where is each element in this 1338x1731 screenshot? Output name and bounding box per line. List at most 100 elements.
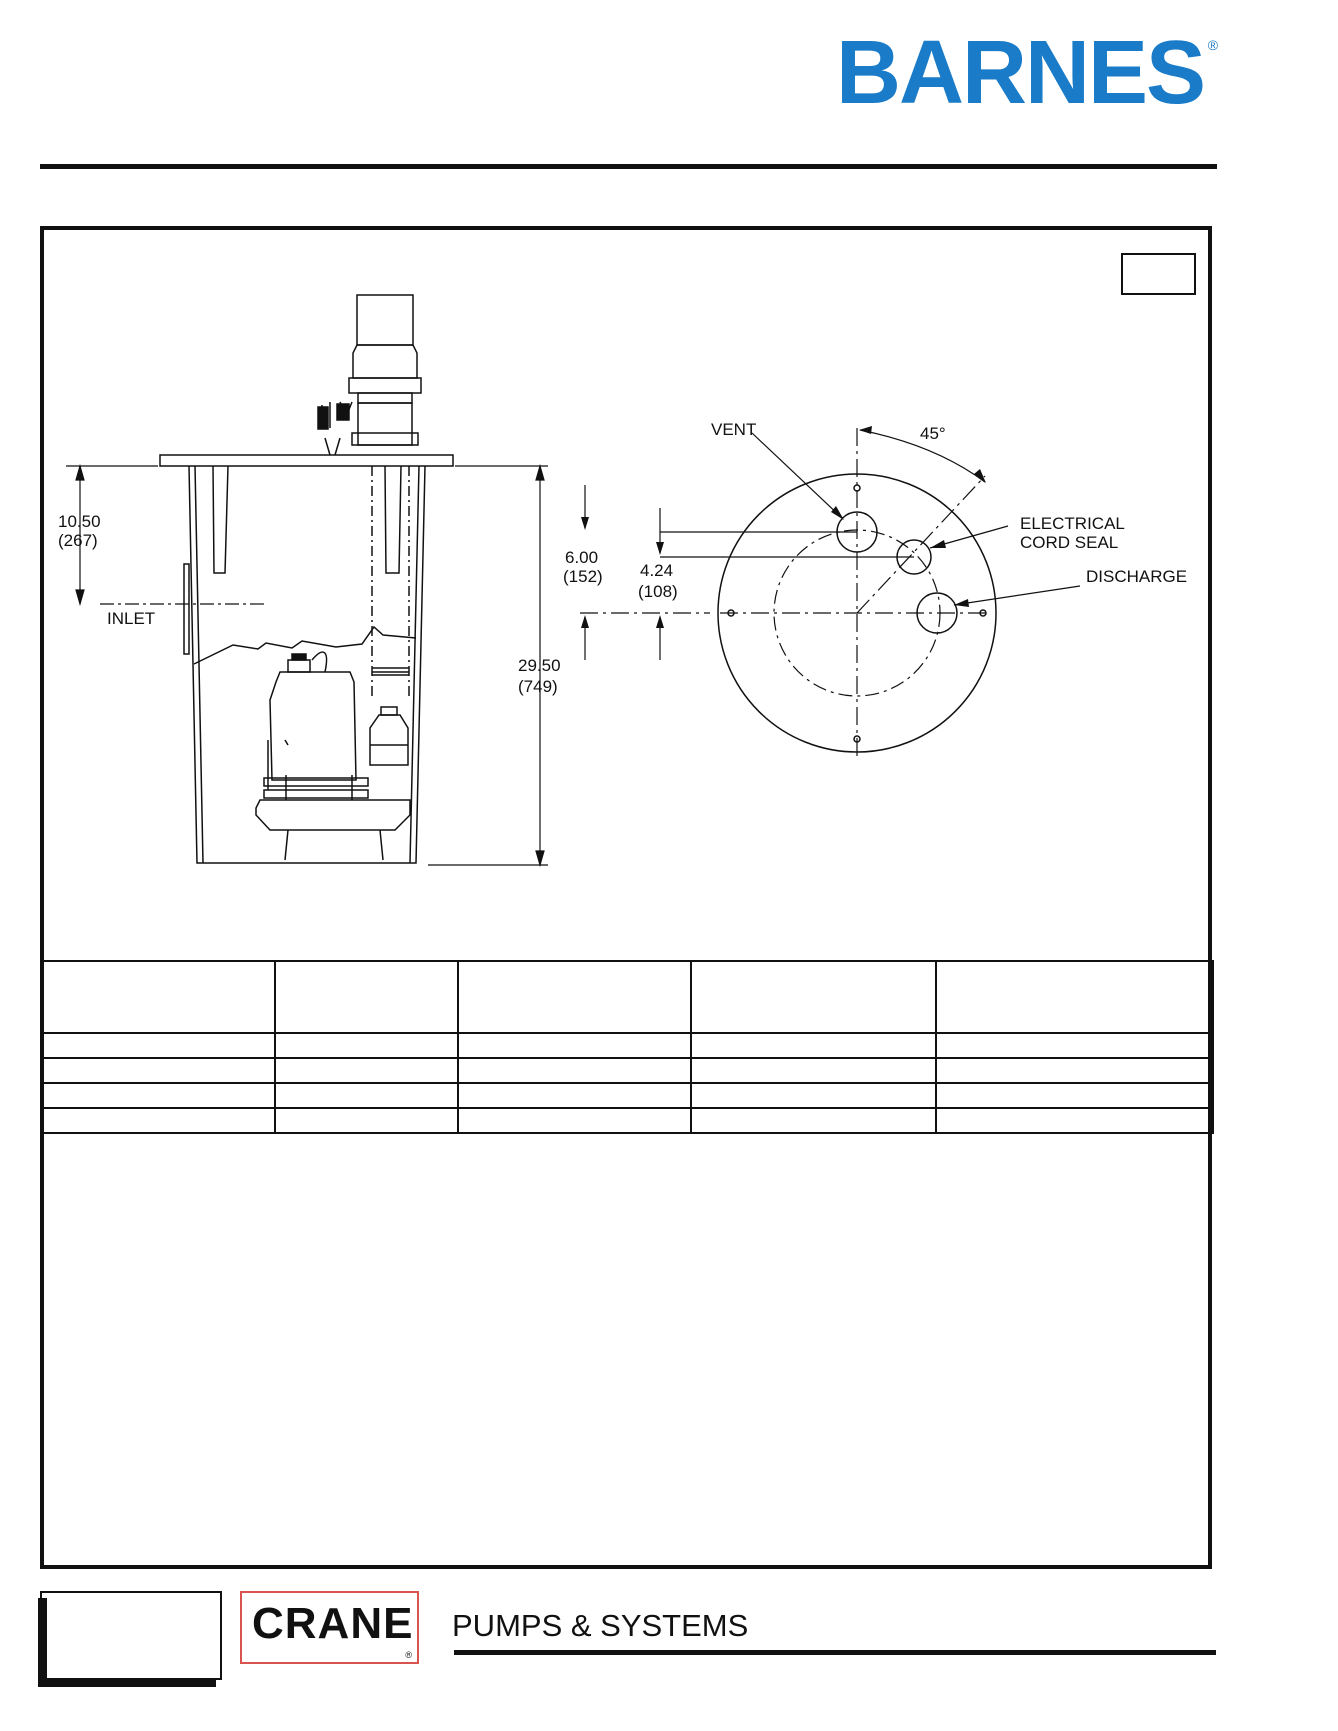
table-cell	[42, 1107, 276, 1134]
basin-inner-walls	[194, 465, 420, 864]
table-cell	[42, 1032, 276, 1059]
vent-leader	[751, 432, 843, 519]
dim-cord-offset-mm: (108)	[638, 582, 678, 601]
angle-label: 45°	[920, 424, 946, 443]
vent-flange	[348, 377, 422, 394]
footer-tagline: PUMPS & SYSTEMS	[452, 1608, 749, 1643]
footer-rule	[454, 1650, 1216, 1655]
dim-arrow-basin-bottom	[535, 850, 545, 868]
table-cell	[274, 1032, 459, 1059]
vent-adapter	[357, 402, 413, 446]
pipe-band	[372, 667, 409, 676]
dim-arrow-basin-top	[535, 463, 545, 481]
revision-badge-box	[1121, 253, 1196, 295]
header-rule	[40, 164, 1217, 169]
crane-logo-text: CRANE	[252, 1599, 414, 1648]
vent-collar	[357, 392, 413, 404]
cord-seal-label-line-2: CORD SEAL	[1020, 533, 1119, 552]
table-row	[42, 1032, 1214, 1059]
spec-table	[42, 960, 1214, 1134]
table-header-cell	[935, 960, 1214, 1034]
table-row	[42, 1107, 1214, 1134]
table-row	[42, 1057, 1214, 1084]
dim-basin-height: 29.50	[518, 656, 561, 675]
table-cell	[457, 1082, 692, 1109]
table-cell	[274, 1107, 459, 1134]
dim-vent-offset: 6.00	[565, 548, 599, 567]
table-row	[42, 1082, 1214, 1109]
table-cell	[457, 1057, 692, 1084]
angle-arc	[859, 429, 986, 483]
barnes-logo-text: BARNES	[836, 23, 1206, 123]
table-cell	[457, 1107, 692, 1134]
table-cell	[935, 1032, 1214, 1059]
float-switch	[369, 714, 409, 766]
crane-registered-mark: ®	[405, 1650, 412, 1660]
rib-left	[212, 465, 229, 574]
table-cell	[935, 1057, 1214, 1084]
plan-arrows	[581, 426, 986, 628]
inlet-label: INLET	[107, 609, 156, 628]
barnes-logo: BARNES ®	[836, 28, 1218, 118]
dim-cord-offset: 4.24	[640, 561, 674, 580]
break-line	[193, 625, 417, 665]
pump-handle-top	[291, 653, 307, 661]
angle-centerline	[856, 475, 986, 614]
table-cell	[274, 1057, 459, 1084]
cord-fitting-dark	[317, 406, 329, 430]
table-cell	[935, 1082, 1214, 1109]
dim-arrow-inlet-top	[75, 463, 85, 481]
table-header-row	[42, 960, 1214, 1034]
table-cell	[690, 1032, 937, 1059]
table-cell	[42, 1057, 276, 1084]
discharge-leader	[953, 585, 1081, 606]
table-header-cell	[42, 960, 276, 1034]
offset-ext-lines	[660, 531, 914, 558]
discharge-pipe	[371, 466, 410, 700]
dim-ext-basin	[428, 465, 548, 866]
pump-motor-housing	[269, 671, 357, 781]
table-cell	[457, 1032, 692, 1059]
pump-side	[267, 739, 289, 790]
pump-flange-lower	[263, 789, 369, 799]
table-cell	[42, 1082, 276, 1109]
vent-pipe-top	[356, 294, 414, 346]
basin-walls	[188, 465, 426, 864]
footer-box-shadow-bottom	[38, 1678, 216, 1687]
plan-centerlines	[580, 428, 1081, 760]
rib-right	[384, 465, 402, 574]
table-cell	[690, 1082, 937, 1109]
cord-seal-label-line-1: ELECTRICAL	[1020, 514, 1125, 533]
table-cell	[274, 1082, 459, 1109]
table-cell	[690, 1107, 937, 1134]
cord-fitting-dark-2	[336, 403, 350, 421]
footer-box-shadow	[38, 1598, 47, 1685]
crane-logo: CRANE ®	[240, 1591, 419, 1664]
page-number-box	[40, 1591, 222, 1680]
vent-coupling	[352, 344, 418, 379]
dim-basin-height-mm: (749)	[518, 677, 558, 696]
dim-inlet-height-mm: (267)	[58, 531, 98, 550]
pump-bolts	[285, 775, 353, 800]
basin-cover	[159, 454, 454, 467]
pump-cord	[311, 651, 328, 673]
side-dimensions	[66, 463, 548, 868]
pump-flange	[263, 777, 369, 787]
table-header-cell	[274, 960, 459, 1034]
table-cell	[935, 1107, 1214, 1134]
table-header-cell	[457, 960, 692, 1034]
inlet-hub	[183, 563, 190, 655]
table-header-cell	[690, 960, 937, 1034]
registered-mark: ®	[1207, 37, 1219, 53]
pump-handle	[287, 659, 311, 673]
dim-arrow-inlet-bottom	[75, 589, 85, 607]
pump-volute	[255, 799, 411, 831]
dim-inlet-height: 10.50	[58, 512, 101, 531]
dim-vent-offset-mm: (152)	[563, 567, 603, 586]
float-switch-cap	[380, 706, 398, 716]
vent-base-ring	[351, 432, 419, 446]
drawing-frame	[40, 226, 1212, 1569]
discharge-label: DISCHARGE	[1086, 567, 1188, 586]
vent-label: VENT	[711, 420, 757, 439]
